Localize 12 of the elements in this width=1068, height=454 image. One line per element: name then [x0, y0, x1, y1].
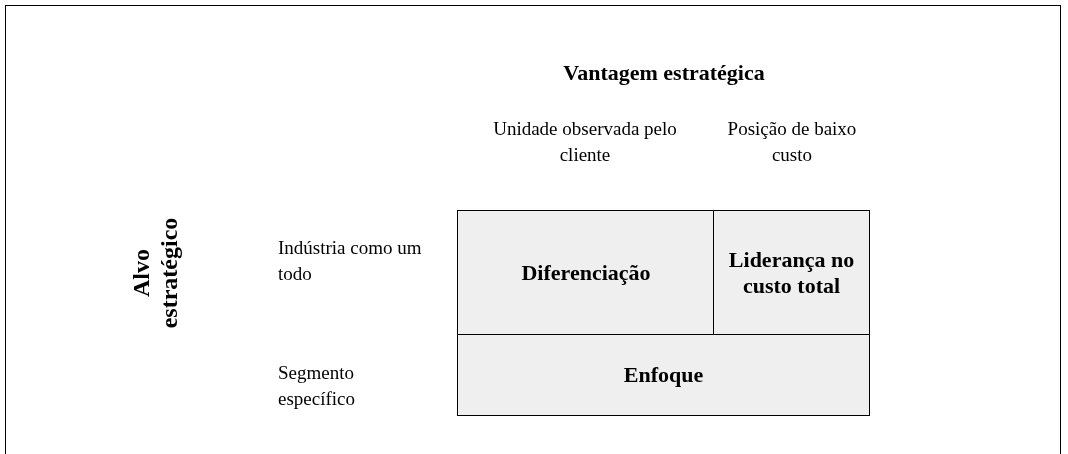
strategy-label: Liderança no custo total: [727, 247, 856, 299]
axis-title: Vantagem estratégica: [562, 60, 766, 86]
matrix-cell: [457, 334, 870, 416]
matrix-cell: [713, 210, 870, 336]
strategy-label: Diferenciação: [521, 260, 651, 286]
column-header: Unidade observada pelo cliente: [492, 117, 678, 167]
row-header: Segmento específico: [278, 361, 356, 411]
strategy-label: Enfoque: [623, 362, 704, 388]
column-header: Posição de baixo custo: [726, 117, 858, 167]
axis-title: Alvo estratégico: [127, 216, 183, 331]
matrix-cell: [457, 210, 715, 336]
row-header: Indústria como um todo: [278, 236, 423, 286]
